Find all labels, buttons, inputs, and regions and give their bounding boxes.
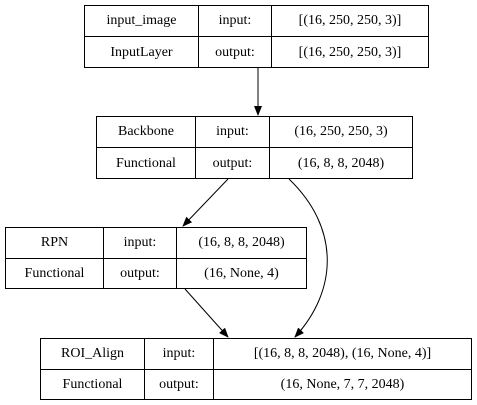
input-label: input: bbox=[162, 346, 196, 361]
layer-name: input_image bbox=[106, 13, 177, 28]
input-shape: (16, 8, 8, 2048) bbox=[198, 235, 285, 250]
output-shape: (16, None, 4) bbox=[204, 266, 279, 281]
output-label: output: bbox=[120, 266, 160, 281]
node-input-image: input_image InputLayer input: output: [(… bbox=[84, 5, 429, 68]
edge-backbone-to-roi-align bbox=[288, 178, 328, 338]
layer-type: InputLayer bbox=[110, 44, 173, 60]
layer-type: Functional bbox=[62, 377, 123, 392]
output-label: output: bbox=[215, 44, 255, 60]
input-shape: [(16, 250, 250, 3)] bbox=[298, 13, 402, 28]
layer-name: RPN bbox=[40, 235, 69, 250]
layer-type: Functional bbox=[24, 266, 85, 281]
input-label: input: bbox=[123, 235, 157, 250]
layer-name: Backbone bbox=[118, 124, 174, 139]
input-shape: (16, 250, 250, 3) bbox=[294, 124, 388, 139]
input-shape: [(16, 8, 8, 2048), (16, None, 4)] bbox=[253, 346, 432, 361]
output-shape: [(16, 250, 250, 3)] bbox=[298, 44, 402, 60]
output-shape: (16, None, 7, 7, 2048) bbox=[280, 377, 405, 392]
edge-backbone-to-rpn bbox=[182, 178, 229, 227]
edge-rpn-to-roi-align bbox=[184, 288, 229, 338]
layer-type: Functional bbox=[116, 155, 176, 171]
input-label: input: bbox=[218, 13, 252, 28]
output-label: output: bbox=[159, 377, 199, 392]
output-shape: (16, 8, 8, 2048) bbox=[297, 155, 385, 171]
layer-name: ROI_Align bbox=[61, 346, 124, 361]
node-backbone: Backbone Functional input: output: (16, … bbox=[96, 116, 413, 179]
node-roi-align: ROI_Align Functional input: output: [(16… bbox=[40, 338, 472, 400]
output-label: output: bbox=[212, 155, 253, 171]
node-rpn: RPN Functional input: output: (16, 8, 8,… bbox=[5, 227, 307, 289]
input-label: input: bbox=[216, 124, 249, 139]
